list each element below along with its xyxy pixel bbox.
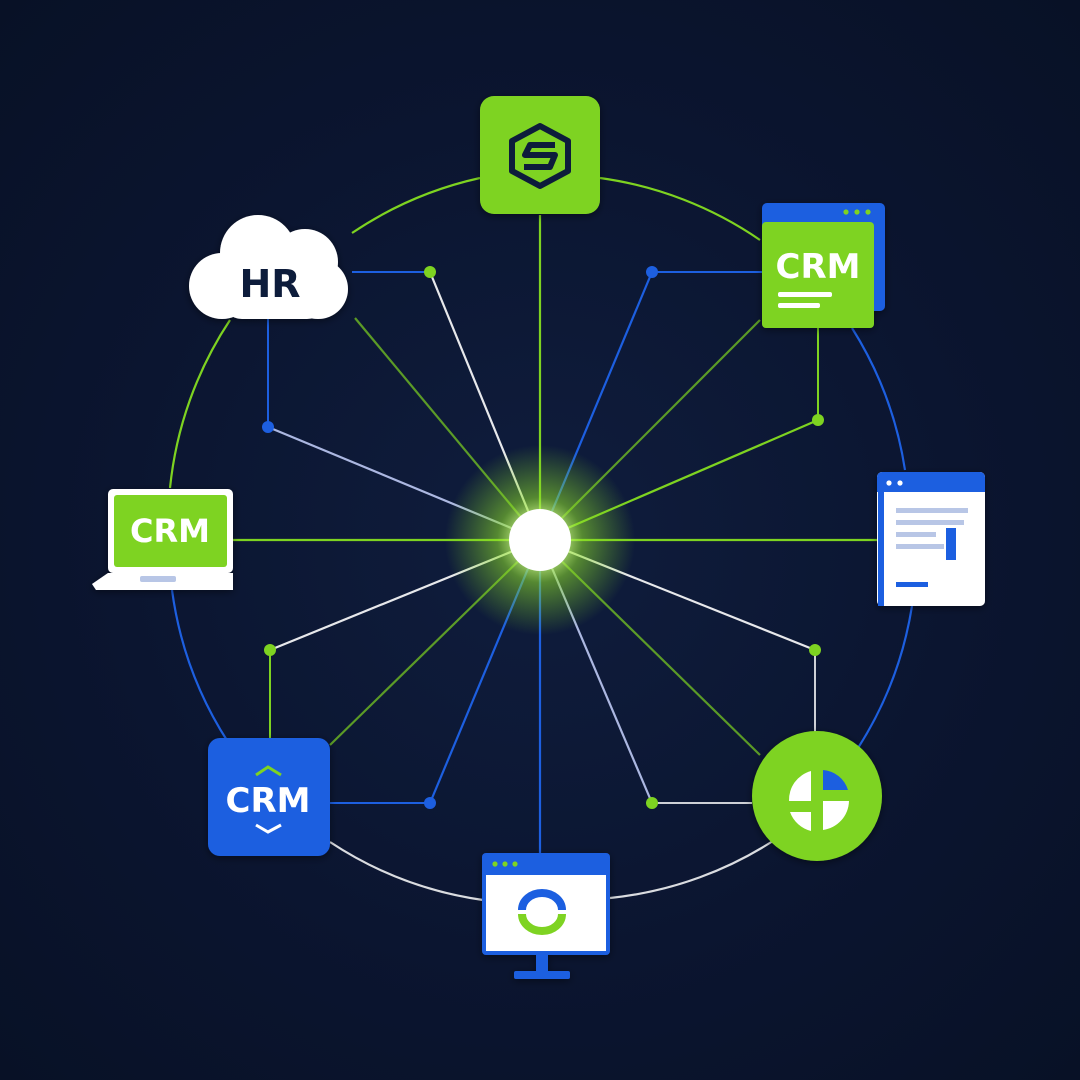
crm-laptop-node[interactable]: CRM (92, 489, 233, 590)
junction-dots (262, 266, 824, 809)
hr-cloud-node[interactable]: HR (189, 215, 348, 319)
crm-app-label: CRM (226, 781, 311, 821)
crm-laptop-label: CRM (130, 512, 210, 550)
bracket-connectors (267, 271, 819, 804)
document-window-icon (877, 472, 985, 606)
browser-window-icon (762, 203, 885, 328)
hr-label: HR (239, 262, 300, 306)
monitor-chart-icon (482, 853, 610, 979)
pie-chart-node[interactable] (752, 731, 882, 861)
cloud-icon (189, 215, 348, 319)
doc-window-node[interactable] (877, 472, 985, 606)
outer-ring (168, 176, 914, 902)
crm-window-node[interactable]: CRM (762, 203, 885, 328)
pie-chart-icon (788, 770, 849, 831)
hexagon-s-logo-icon (509, 123, 571, 189)
crm-window-label: CRM (776, 247, 861, 287)
crm-app-node[interactable]: CRM (208, 738, 330, 856)
laptop-icon (92, 489, 233, 590)
top-app-tile[interactable] (480, 96, 600, 214)
hub-node (445, 445, 635, 635)
monitor-node[interactable] (482, 853, 610, 979)
crm-badge-icon (255, 765, 282, 834)
